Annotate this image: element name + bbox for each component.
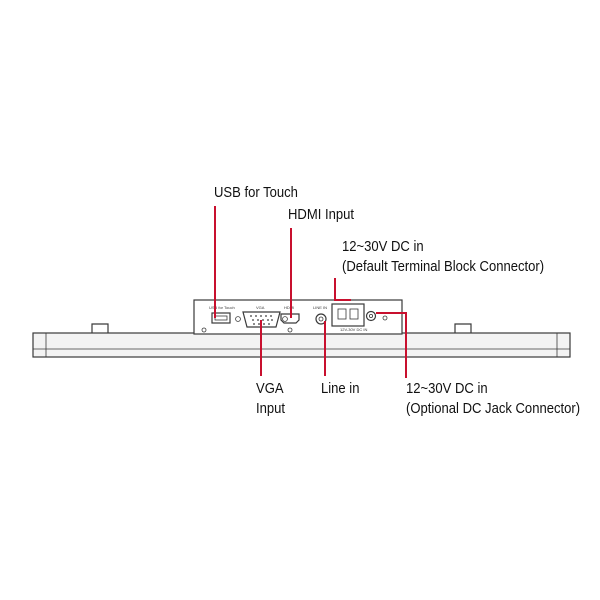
io-panel (193, 299, 403, 335)
vga-screw-right (282, 316, 288, 322)
panel-print-dc: 12V-30V DC IN (340, 327, 367, 332)
panel-print-line: LINE IN (313, 305, 327, 310)
right-mount-tab (454, 323, 472, 333)
label-dc-jack-line2: (Optional DC Jack Connector) (406, 401, 581, 417)
monitor-body (32, 323, 571, 358)
dc-jack-icon (365, 310, 377, 322)
panel-print-vga: VGA (256, 305, 265, 310)
line-in-jack-icon (315, 313, 327, 325)
panel-print: USB for Touch VGA HDMI LINE IN 12V-30V D… (209, 305, 367, 332)
io-panel-box (193, 299, 403, 335)
monitor-frame (32, 332, 571, 358)
label-usb-touch: USB for Touch (214, 185, 298, 201)
label-line-in: Line in (321, 381, 360, 397)
vga-pins (250, 315, 273, 325)
label-hdmi-input: HDMI Input (288, 207, 355, 223)
panel-screw-left (201, 327, 207, 333)
left-mount-tab (91, 323, 109, 333)
usb-port-icon (211, 312, 231, 324)
panel-screw-right (382, 315, 388, 321)
label-vga-line1: VGA (256, 381, 284, 397)
line-in-jack-center (318, 316, 324, 322)
hdmi-port-icon (280, 313, 300, 324)
terminal-slot-2 (349, 308, 359, 320)
label-dc-terminal-line1: 12~30V DC in (342, 239, 424, 255)
panel-screw-mid (287, 327, 293, 333)
label-dc-terminal-line2: (Default Terminal Block Connector) (342, 259, 545, 275)
callout-dc-terminal (334, 278, 351, 301)
callout-lines (214, 206, 407, 378)
label-vga-line2: Input (256, 401, 286, 417)
dc-jack-center (368, 313, 373, 318)
callout-dc-jack (376, 312, 407, 378)
dc-terminal-block-icon (331, 303, 365, 327)
panel-print-usb: USB for Touch (209, 305, 235, 310)
vga-screw-left (235, 316, 241, 322)
label-dc-jack-line1: 12~30V DC in (406, 381, 488, 397)
terminal-slot-1 (337, 308, 347, 320)
panel-print-hdmi: HDMI (284, 305, 294, 310)
vga-port-icon (242, 311, 281, 328)
